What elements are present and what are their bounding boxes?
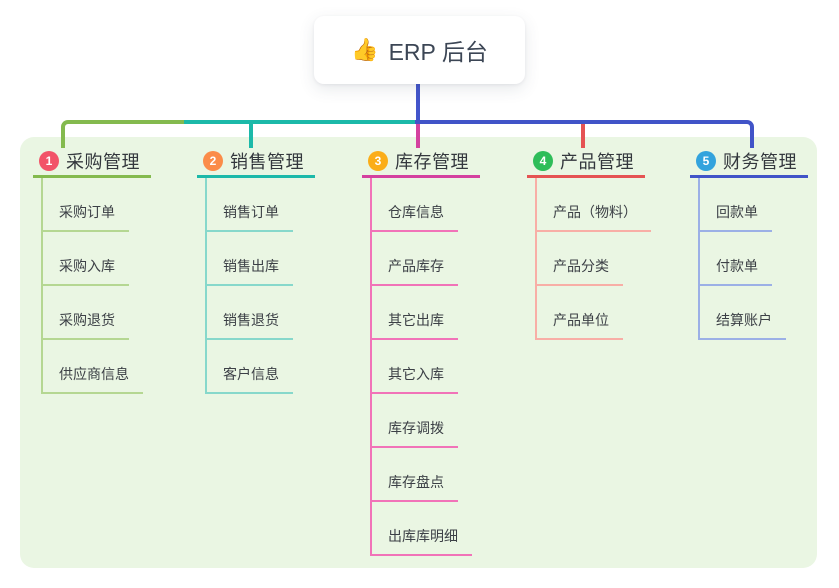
connector-branch-4-drop (581, 124, 585, 148)
list-item[interactable]: 出库库明细 (372, 502, 472, 556)
branch-number-badge: 3 (368, 151, 388, 171)
list-item[interactable]: 结算账户 (700, 286, 786, 340)
connector-bus-left (61, 120, 184, 148)
connector-bus-right (415, 120, 754, 148)
list-item[interactable]: 其它出库 (372, 286, 458, 340)
branch-product-header[interactable]: 4 产品管理 (527, 147, 645, 178)
connector-branch-2-drop (249, 124, 253, 148)
branch-product: 4 产品管理 产品（物料） 产品分类 产品单位 (527, 147, 651, 340)
list-item[interactable]: 采购入库 (43, 232, 129, 286)
list-item[interactable]: 销售退货 (207, 286, 293, 340)
list-item[interactable]: 产品（物料） (537, 178, 651, 232)
list-item[interactable]: 仓库信息 (372, 178, 458, 232)
branch-title: 采购管理 (66, 152, 140, 172)
connector-branch-3-drop (416, 124, 420, 148)
branch-number-badge: 4 (533, 151, 553, 171)
branch-number-badge: 5 (696, 151, 716, 171)
branch-purchase: 1 采购管理 采购订单 采购入库 采购退货 供应商信息 (33, 147, 151, 394)
list-item[interactable]: 销售出库 (207, 232, 293, 286)
list-item[interactable]: 产品分类 (537, 232, 623, 286)
branch-sales-header[interactable]: 2 销售管理 (197, 147, 315, 178)
root-node-label: ERP 后台 (388, 39, 488, 65)
branch-inventory-header[interactable]: 3 库存管理 (362, 147, 480, 178)
mindmap-panel (20, 137, 817, 568)
branch-sales: 2 销售管理 销售订单 销售出库 销售退货 客户信息 (197, 147, 315, 394)
branch-number-badge: 1 (39, 151, 59, 171)
list-item[interactable]: 库存盘点 (372, 448, 458, 502)
thumbs-up-icon: 👍 (351, 37, 379, 62)
branch-title: 财务管理 (723, 152, 797, 172)
list-item[interactable]: 采购退货 (43, 286, 129, 340)
list-item[interactable]: 采购订单 (43, 178, 129, 232)
list-item[interactable]: 客户信息 (207, 340, 293, 394)
branch-title: 库存管理 (395, 152, 469, 172)
root-connector (416, 84, 420, 121)
branch-title: 销售管理 (230, 152, 304, 172)
list-item[interactable]: 付款单 (700, 232, 772, 286)
branch-finance-header[interactable]: 5 财务管理 (690, 147, 808, 178)
connector-bus-mid (184, 120, 415, 124)
list-item[interactable]: 供应商信息 (43, 340, 143, 394)
list-item[interactable]: 销售订单 (207, 178, 293, 232)
list-item[interactable]: 产品单位 (537, 286, 623, 340)
root-node[interactable]: 👍 ERP 后台 (314, 16, 525, 84)
list-item[interactable]: 库存调拨 (372, 394, 458, 448)
branch-finance: 5 财务管理 回款单 付款单 结算账户 (690, 147, 808, 340)
list-item[interactable]: 产品库存 (372, 232, 458, 286)
list-item[interactable]: 其它入库 (372, 340, 458, 394)
list-item[interactable]: 回款单 (700, 178, 772, 232)
branch-number-badge: 2 (203, 151, 223, 171)
branch-purchase-header[interactable]: 1 采购管理 (33, 147, 151, 178)
branch-inventory: 3 库存管理 仓库信息 产品库存 其它出库 其它入库 库存调拨 库存盘点 出库库… (362, 147, 480, 556)
branch-title: 产品管理 (560, 152, 634, 172)
